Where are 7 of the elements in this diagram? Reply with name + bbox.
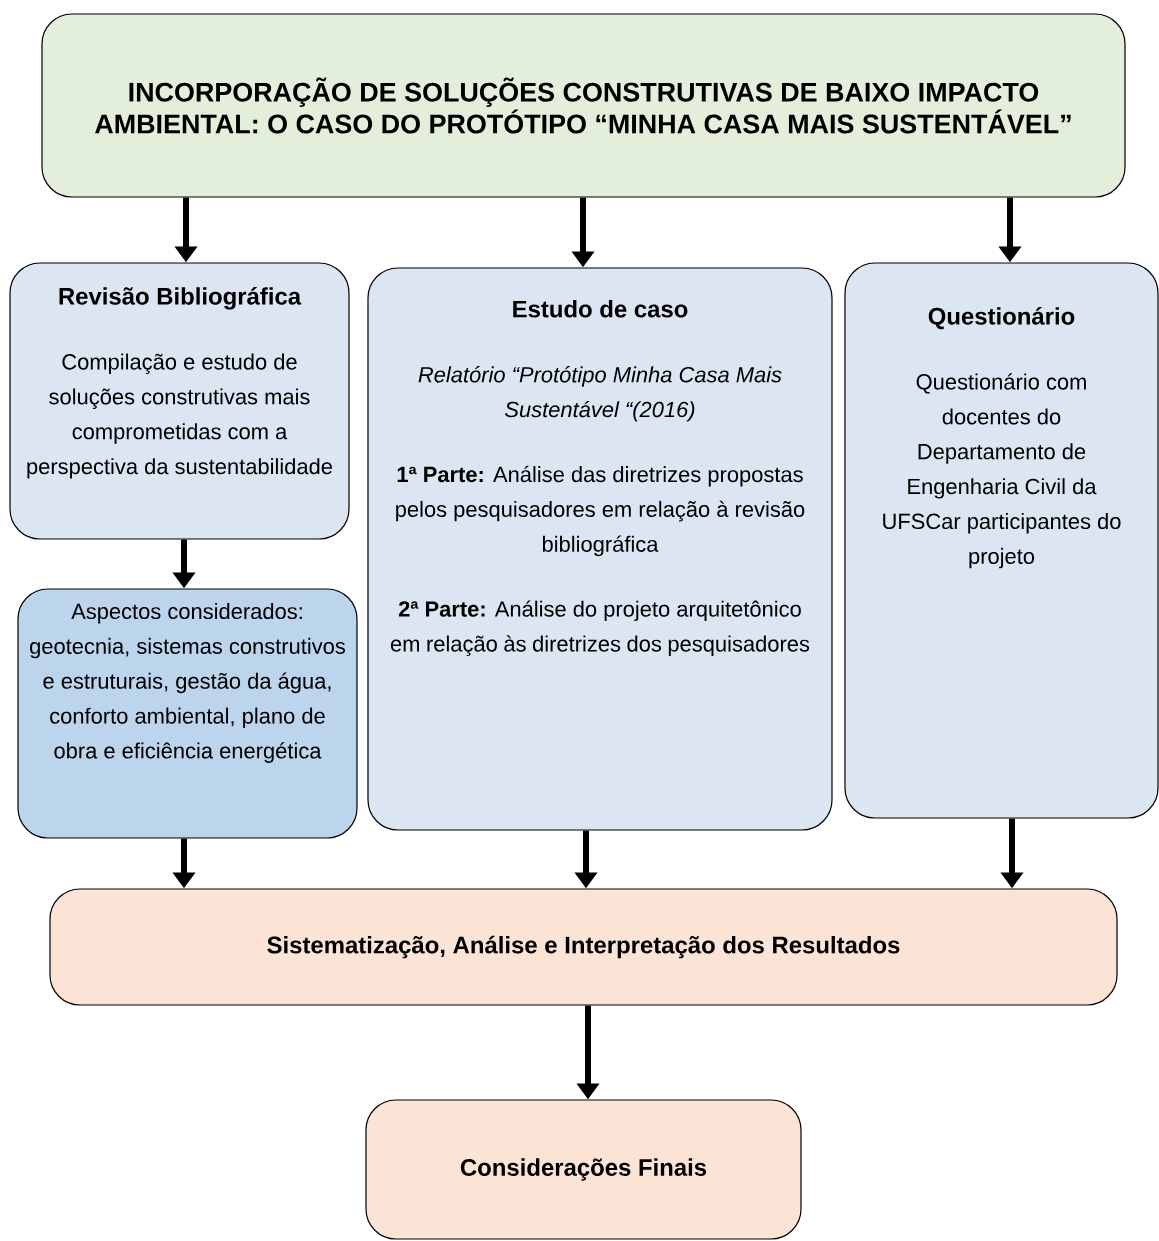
process-box: Questionário Questionário com docentes do Departamento de Engenharia Civil da UFSCar participantes do projeto <box>844 262 1159 819</box>
process-box: Sistematização, Análise e Interpretação dos Resultados <box>49 888 1118 1006</box>
process-box: Aspectos considerados: geotecnia, sistemas construtivos e estruturais, gestão da água, conforto ambiental, plano de obra e eficiência energética <box>17 588 358 839</box>
process-box: Considerações Finais <box>365 1099 802 1240</box>
process-box: Estudo de caso Relatório “Protótipo Minha Casa Mais Sustentável “(2016) 1ª Parte: Análise das diretrizes propostas pelos pesquisadores em relação à revisão bibliográfica 2ª Parte: Análise do projeto arquitetônico em relação às diretrizes dos pesquisadores <box>367 267 833 831</box>
title-box: INCORPORAÇÃO DE SOLUÇÕES CONSTRUTIVAS DE BAIXO IMPACTO AMBIENTAL: O CASO DO PROTÓTIPO “MINHA CASA MAIS SUSTENTÁVEL” <box>41 13 1126 198</box>
process-box: Revisão Bibliográfica Compilação e estudo de soluções construtivas mais comprometidas com a perspectiva da sustentabilidade <box>9 262 350 540</box>
